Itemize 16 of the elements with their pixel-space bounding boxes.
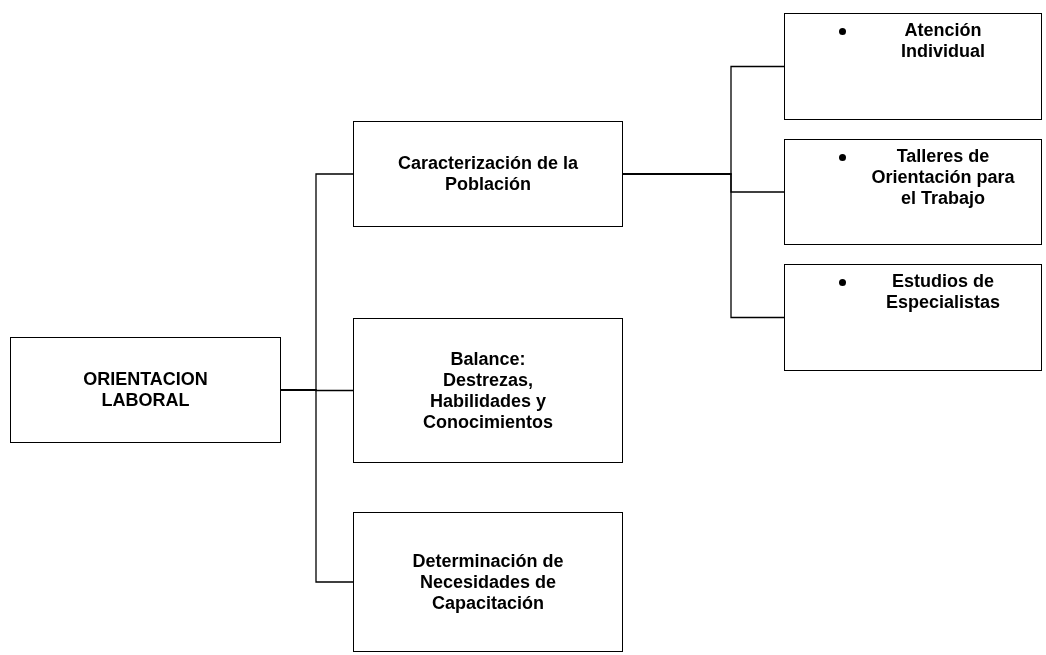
process-box bbox=[784, 139, 1042, 245]
box-label: ORIENTACION LABORAL bbox=[82, 369, 209, 411]
box-label: Caracterización de la Población bbox=[396, 153, 580, 195]
box-label: Balance: Destrezas, Habilidades y Conocimientos bbox=[422, 348, 554, 433]
box-label: Atención Individual bbox=[900, 20, 986, 62]
box-label: Determinación de Necesidades de Capacitación bbox=[411, 550, 565, 614]
connector-line bbox=[280, 389, 354, 583]
box-label: Talleres de Orientación para el Trabajo bbox=[870, 146, 1016, 209]
box-label: Estudios de Especialistas bbox=[884, 271, 1002, 313]
process-box bbox=[10, 337, 281, 443]
process-box bbox=[784, 13, 1042, 120]
process-box bbox=[353, 121, 623, 227]
connector-line bbox=[622, 173, 785, 319]
process-box bbox=[353, 318, 623, 463]
process-box bbox=[784, 264, 1042, 371]
process-box bbox=[353, 512, 623, 652]
